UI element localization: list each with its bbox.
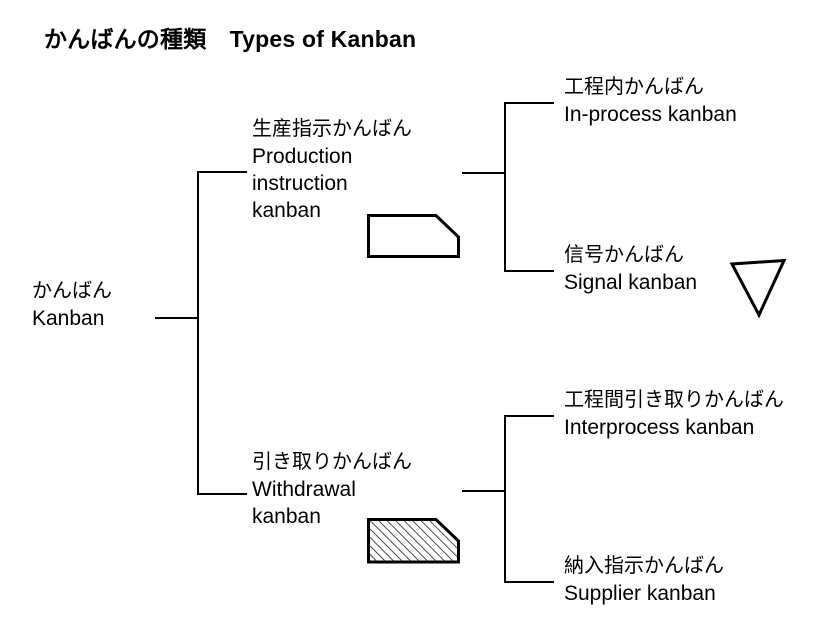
node-production-instruction-kanban[interactable]: 生産指示かんばん Production instruction kanban [252,115,412,224]
node-production-instruction-kanban-label-en-3: kanban [252,199,321,222]
connector-branch-withdrawal [197,493,247,495]
kanban-card-plain-icon [367,214,461,258]
connector-leaf-signal [504,270,554,272]
page-title: かんばんの種類 Types of Kanban [44,26,417,52]
node-withdrawal-kanban-label-en-2: kanban [252,505,321,528]
node-interprocess-kanban[interactable]: 工程間引き取りかんばん Interprocess kanban [564,386,784,442]
connector-leaf-interprocess [504,415,554,417]
node-withdrawal-kanban-label-ja: 引き取りかんばん [252,451,412,473]
connector-leaf-supplier [504,581,554,583]
node-supplier-kanban-label-en: Supplier kanban [564,582,716,605]
node-kanban-root-label-en: Kanban [32,307,105,330]
connector-leaf-in-process [504,102,554,104]
node-supplier-kanban-label-ja: 納入指示かんばん [564,555,724,577]
node-kanban-root-label-ja: かんばん [32,280,112,302]
node-in-process-kanban[interactable]: 工程内かんばん In-process kanban [564,73,737,129]
node-kanban-root[interactable]: かんばん Kanban [32,277,112,333]
node-signal-kanban[interactable]: 信号かんばん Signal kanban [564,241,697,297]
node-production-instruction-kanban-label-en-1: Production [252,145,353,168]
connector-main-trunk [197,171,199,495]
kanban-card-hatched-icon [367,518,461,564]
node-in-process-kanban-label-ja: 工程内かんばん [564,76,704,98]
signal-triangle-icon [728,258,790,320]
connector-withdrawal-stub [462,490,506,492]
connector-withdrawal-trunk [504,415,506,583]
node-production-instruction-kanban-label-ja: 生産指示かんばん [252,118,412,140]
node-in-process-kanban-label-en: In-process kanban [564,103,737,126]
node-signal-kanban-label-en: Signal kanban [564,271,698,294]
node-interprocess-kanban-label-en: Interprocess kanban [564,416,755,439]
connector-production-stub [462,172,506,174]
connector-production-trunk [504,102,506,272]
connector-branch-production [197,171,247,173]
node-withdrawal-kanban[interactable]: 引き取りかんばん Withdrawal kanban [252,448,412,530]
node-production-instruction-kanban-label-en-2: instruction [252,172,348,195]
connector-root-stub [155,317,199,319]
node-signal-kanban-label-ja: 信号かんばん [564,244,684,266]
node-supplier-kanban[interactable]: 納入指示かんばん Supplier kanban [564,552,724,608]
node-interprocess-kanban-label-ja: 工程間引き取りかんばん [564,389,784,411]
node-withdrawal-kanban-label-en-1: Withdrawal [252,478,356,501]
